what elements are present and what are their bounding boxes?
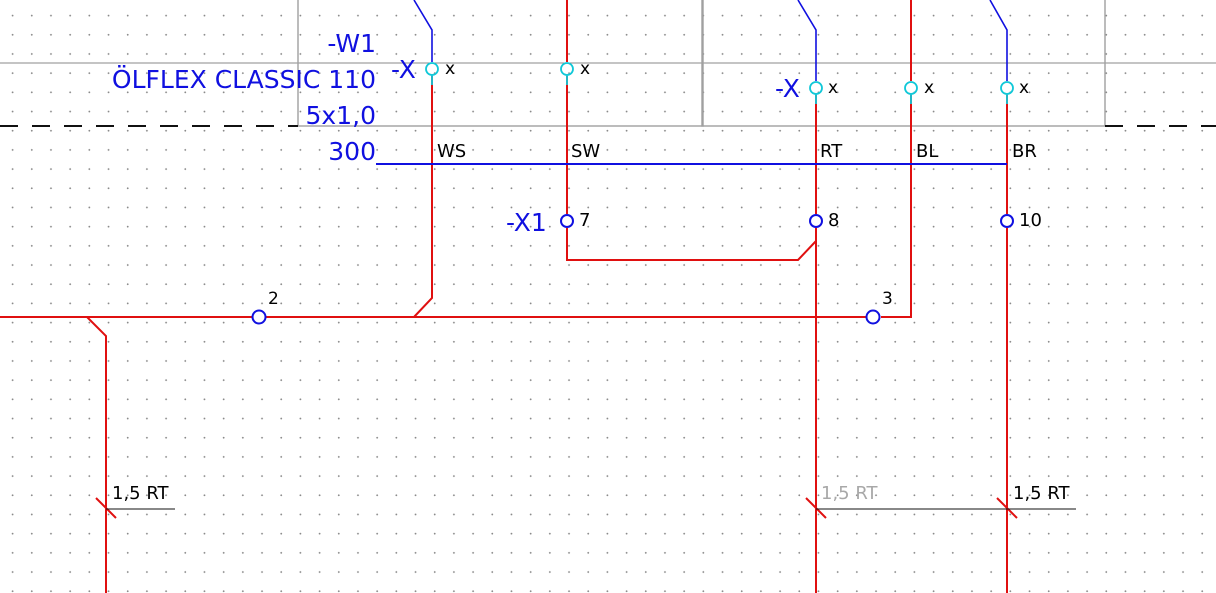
potential-number-3: 3 <box>882 289 893 309</box>
potential-2 <box>251 309 267 325</box>
terminal-10 <box>1000 214 1014 228</box>
plug-pin-label: x <box>580 59 591 79</box>
terminal-number-10: 10 <box>1019 210 1042 231</box>
red-wires[interactable] <box>0 0 1008 593</box>
core-label-br: BR <box>1012 141 1037 162</box>
plug-pin-label: x <box>445 59 456 79</box>
plug-box-left[interactable] <box>297 0 704 127</box>
plug-right-name[interactable]: -X <box>775 74 800 103</box>
potential-number-2: 2 <box>268 289 279 309</box>
cable-type: ÖLFLEX CLASSIC 110 <box>111 65 376 94</box>
upstream-blue-leads <box>413 0 1008 81</box>
plug-pin-label: x <box>1019 78 1030 98</box>
potential-3 <box>865 309 881 325</box>
wire-branch-left <box>86 316 107 593</box>
wire-ws <box>413 76 433 318</box>
plug-pin-ws <box>425 62 439 76</box>
cable-length: 300 <box>328 137 376 166</box>
plug-pin-label: x <box>924 78 935 98</box>
wire-label-right: 1,5 RT <box>1013 483 1070 504</box>
wire-7-to-8 <box>566 228 817 261</box>
plug-pin-br <box>1000 81 1014 95</box>
wire-label-middle: 1,5 RT <box>821 483 878 504</box>
terminal-number-8: 8 <box>828 210 840 231</box>
terminal-8 <box>809 214 823 228</box>
cable-cross-section: 5x1,0 <box>305 101 376 130</box>
plug-pins[interactable] <box>425 62 1014 104</box>
terminal-strip-name[interactable]: -X1 <box>506 208 547 237</box>
core-label-bl: BL <box>916 141 939 162</box>
plug-pin-bl <box>904 81 918 95</box>
plug-pin-rt <box>809 81 823 95</box>
wire-ticks <box>95 497 1018 519</box>
core-label-ws: WS <box>437 141 467 162</box>
plug-left-name[interactable]: -X <box>391 55 416 84</box>
plug-pin-label: x <box>828 78 839 98</box>
terminals[interactable] <box>251 214 1014 325</box>
terminal-7 <box>560 214 574 228</box>
core-label-rt: RT <box>820 141 843 162</box>
cable-name: -W1 <box>327 29 376 58</box>
wire-label-left: 1,5 RT <box>112 483 169 504</box>
plug-box-right[interactable] <box>701 0 1106 127</box>
plug-pin-sw <box>560 62 574 76</box>
terminal-number-7: 7 <box>579 210 591 231</box>
core-label-sw: SW <box>571 141 601 162</box>
wire-bl <box>881 95 912 318</box>
cable-designation[interactable]: -W1 ÖLFLEX CLASSIC 110 5x1,0 300 <box>112 26 376 170</box>
